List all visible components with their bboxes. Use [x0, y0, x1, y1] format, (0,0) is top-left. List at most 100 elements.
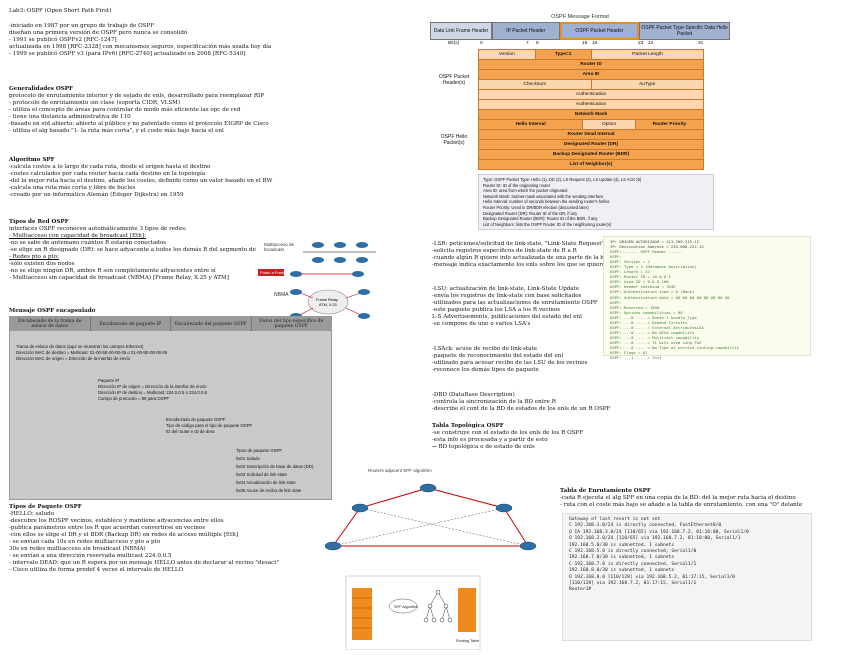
text-line: -creado por un informático Alemán (Edsge…: [9, 192, 184, 198]
debug-line: OSPF: ...0 .... = TI bits used sing TOS: [610, 339, 702, 345]
msg-line: Dirección IP de origen = Dirección de la…: [98, 384, 207, 389]
diagram-label-multi: Multiacceso de: [264, 242, 295, 247]
text-line: -sólo existen dos nodos: [9, 261, 75, 267]
text-line: -mensaje indica exactamente los enls sob…: [432, 262, 630, 268]
rt-line: O IA 192.168.3.0/24 [110/65] via 192.168…: [569, 529, 749, 535]
format-top-cell: OSPF Packet Header: [559, 22, 640, 40]
text-line: -cada R ejecuta el alg SPF en una copia …: [560, 495, 796, 501]
debug-line: OSPF: ...0 .... = No NSSA capability: [610, 329, 695, 335]
field: Version: [479, 50, 536, 59]
msg-line: 0x04 Actualización de link state: [236, 480, 296, 485]
text-line: -controla la sincronización de la BD ent…: [432, 399, 556, 405]
text-line: - utiliza el alg basado "1- la ruta más …: [9, 128, 224, 134]
text-line: -se compone de uno o varios LSA's: [432, 321, 531, 327]
debug-line: OSPF: ------ OSPF Header ------: [610, 249, 683, 255]
msg-line: 0x05 Acuse de recibo de link state: [236, 488, 302, 493]
text-line: -LSU: actualización de link-state, Link-…: [432, 286, 580, 292]
rt-line: O 192.168.8.0 [110/128] via 192.168.5.2,…: [569, 574, 735, 580]
debug-line: OSPF: ...0 .... = External AttributesLSA: [610, 324, 704, 330]
text-line: -utilizado para acusar recibo de las LSU…: [432, 360, 588, 366]
debug-line: OSPF: Area ID = 0.0.0.100: [610, 279, 669, 285]
ospf-debug-output: IP: ORIGEN AUTORIZADO = 213.209.215.12 I…: [603, 236, 811, 360]
field: Network Mask: [574, 112, 608, 117]
bit-tick: 23: [638, 41, 644, 46]
debug-line: OSPF: Flags = 07: [610, 350, 648, 356]
debug-line: IP: ORIGEN AUTORIZADO = 213.209.215.12: [610, 239, 700, 244]
text-line: -publica parámetros entre los R que acue…: [9, 525, 206, 531]
msg-line: 0x02 Descripción de base de datos (DD): [236, 464, 314, 469]
note-line: Designated Router (DR): Router ID of the…: [483, 210, 578, 216]
text-line: - utiliza el concepto de áreas para cont…: [9, 107, 241, 113]
section-title: Generalidades OSPF: [9, 86, 73, 92]
rt-line: O 192.168.2.0/24 [110/65] via 192.168.7.…: [569, 536, 741, 542]
intro-line: -iniciado en 1987 por un grupo de trabaj…: [9, 23, 155, 29]
note-line: Backup Designated Router (BDR): Router I…: [483, 216, 598, 222]
lsr-block: -LSR: peticiones/solicitud de link-state…: [432, 241, 754, 269]
bits-label: Bit(s): [448, 41, 460, 46]
debug-line: OSPF: Authentication type = 0 (None): [610, 289, 695, 295]
algoritmo-block: Algoritmo SPF -calcula costos a lo largo…: [9, 157, 272, 199]
text-line: - Multiacceso con capacidad de broadcast…: [9, 233, 146, 239]
rt-line: [110/128] via 192.168.7.2, 01:17:15, Ser…: [569, 581, 697, 587]
bit-tick: 7: [526, 41, 529, 46]
debug-line: OSPF: ...0 .... = No Type of service rou…: [610, 344, 739, 350]
format-top-cell: IP Packet Header: [491, 22, 560, 40]
rt-line: C 192.168.5.0 is directly connected, Ser…: [569, 549, 697, 555]
field: Packet Length: [632, 52, 663, 57]
debug-line: OSPF: Options capabilities = 00: [610, 309, 683, 315]
text-line: -basado en std abierto: abierto al públi…: [9, 121, 269, 127]
text-line: -con ellos se elige el DR y el BDR (Back…: [9, 532, 239, 538]
msg-line: Campo de protocolo = 89 para OSPF: [98, 396, 170, 401]
topo-block: Tabla Topológica OSPF -se construye con …: [432, 423, 583, 451]
routing-table-output: Gateway of last resort is not set C 192.…: [562, 513, 812, 641]
field: Area ID: [582, 72, 600, 77]
rt-line: C 192.168.1.0/24 is directly connected, …: [569, 523, 722, 529]
rt-line: 192.168.7.0/30 is subnetted, 1 subnets: [569, 555, 675, 561]
text-line: - Cisco utiliza de forma predef 4 veces …: [9, 567, 184, 573]
svg-text:broadcast: broadcast: [264, 247, 285, 252]
text-line: -este paquete publica los LSA a los R ve…: [432, 307, 561, 313]
field: Backup Designated Router (BDR): [552, 152, 630, 157]
note-line: Area ID: area from which the packet orig…: [483, 188, 568, 194]
svg-text:Frame Relay: Frame Relay: [316, 298, 338, 302]
msg-line: 0x01 Saludo: [236, 456, 260, 461]
debug-line: OSPF: Length = 32: [610, 269, 650, 275]
debug-line: OSPF:: [610, 299, 622, 305]
field: Router ID: [580, 62, 602, 67]
text-line: -se elige un R designado (DR): se hace a…: [9, 247, 286, 253]
msg-header-cell: Encabezado de paquete IP: [91, 317, 171, 331]
intro-line: diseñan una primera versión de OSPF pero…: [9, 30, 188, 36]
text-line: -se construye con el estado de los enls …: [432, 430, 584, 436]
text-line: - intervalo DEAD: que un R espera por un…: [9, 560, 280, 566]
text-line: -paquete de reconocimiento del estado de…: [432, 353, 564, 359]
text-line: -LSR: peticiones/solicitud de link-state…: [432, 241, 605, 247]
topology-caption: Routers adjacent SPF algorithm: [368, 468, 432, 473]
text-line: -HELLO: saludo: [9, 511, 55, 517]
lsu-block: -LSU: actualización de link-state, Link-…: [432, 286, 598, 328]
msg-line: Paquete IP: [98, 378, 120, 383]
text-line: -no se sabe de antemano cuántos R estará…: [9, 240, 167, 246]
msg-header-cell: Datos del tipo específico de paquete OSP…: [259, 319, 324, 329]
router-topology-figure: Routers adjacent SPF algorithm SPF Algor…: [324, 468, 537, 650]
network-types-diagram: Multiacceso de broadcast Punto a Punto N…: [258, 236, 378, 328]
mensaje-title: Mensaje OSPF encapsulado: [9, 308, 96, 314]
spf-algorithm-label: SPF Algorithm: [394, 605, 418, 609]
note-line: Hello Interval: number of seconds betwee…: [483, 199, 610, 205]
field: Router Priority: [652, 122, 687, 127]
ospf-format-figure: OSPF Message Format Data Link Frame Head…: [430, 14, 731, 231]
text-line: -calcula costos a lo largo de cada ruta,…: [9, 164, 211, 170]
text-line: -utilizados para las actualizaciones de …: [432, 300, 598, 306]
text-line: -envía los registros de link-state con b…: [432, 293, 582, 299]
msg-line: Tipo de código para el tipo de paquete O…: [166, 423, 253, 428]
text-line: -del la mejor ruta hacia el destino, aña…: [9, 178, 273, 184]
field: Option: [583, 120, 636, 129]
text-line: -cuando algún R quiere info actualizada …: [432, 255, 754, 261]
section-title: Tabla de Enrutamiento OSPF: [560, 488, 651, 494]
field: Checksum: [479, 80, 592, 89]
text-line: protocolo de enrutamiento interior y de …: [9, 93, 265, 99]
section-title: Tipos de Paquete OSPF: [9, 504, 82, 510]
section-title: Algoritmo SPF: [9, 157, 55, 163]
text-line: - Redes pto a pto:: [9, 254, 59, 260]
generalidades-block: Generalidades OSPF protocolo de enrutami…: [9, 86, 269, 135]
debug-line: OSPF:: [610, 254, 622, 260]
